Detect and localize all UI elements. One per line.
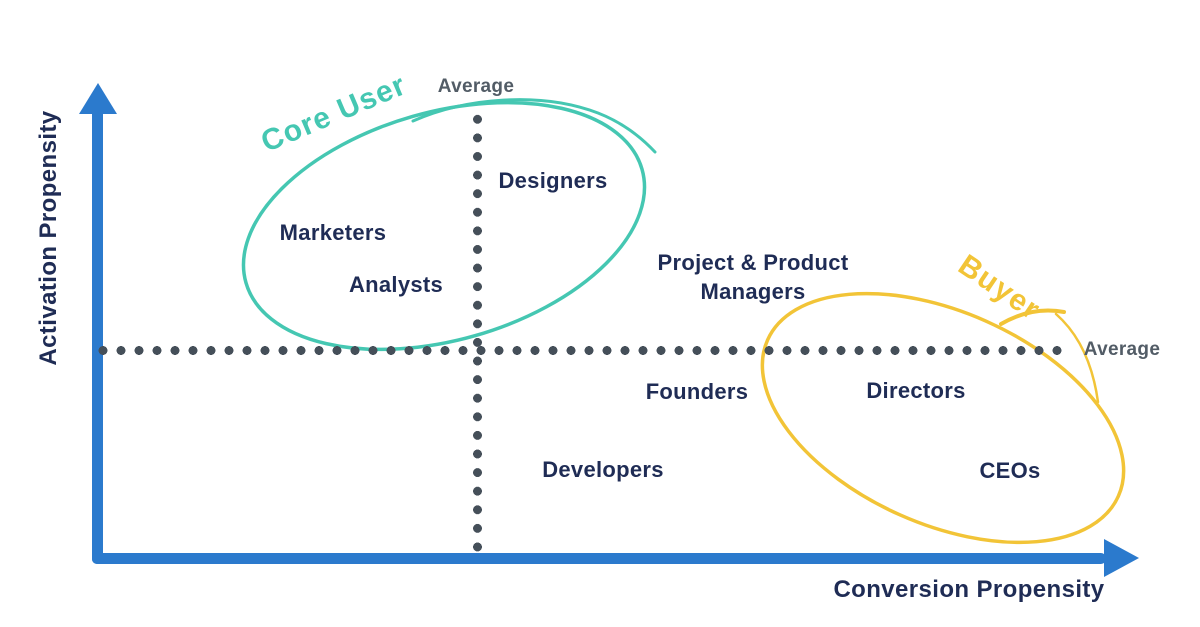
core-user-group-label: Core User (256, 68, 412, 159)
x-axis-label: Conversion Propensity (833, 576, 1105, 603)
vertical-average-dotted-line (473, 110, 482, 557)
core-user-ellipse-overlap-stroke (411, 98, 657, 154)
point-label-marketers: Marketers (279, 220, 387, 245)
average-label-right: Average (1083, 339, 1161, 360)
y-axis-line (92, 104, 103, 564)
x-axis-arrowhead-icon (1104, 539, 1139, 577)
point-label-project-product-managers: Project & Product Managers (657, 250, 849, 304)
y-axis-label: Activation Propensity (35, 110, 62, 366)
point-label-directors: Directors (866, 378, 966, 403)
horizontal-average-dotted-line (94, 345, 1066, 355)
point-label-developers: Developers (542, 457, 664, 482)
point-label-designers: Designers (498, 168, 608, 193)
point-label-analysts: Analysts (348, 272, 444, 297)
point-label-ceos: CEOs (979, 458, 1041, 483)
average-label-top: Average (437, 76, 515, 97)
point-label-founders: Founders (645, 379, 749, 404)
x-axis-line (92, 553, 1106, 564)
buyer-group-label: Buyer (952, 248, 1047, 327)
y-axis-arrowhead-icon (79, 83, 117, 114)
